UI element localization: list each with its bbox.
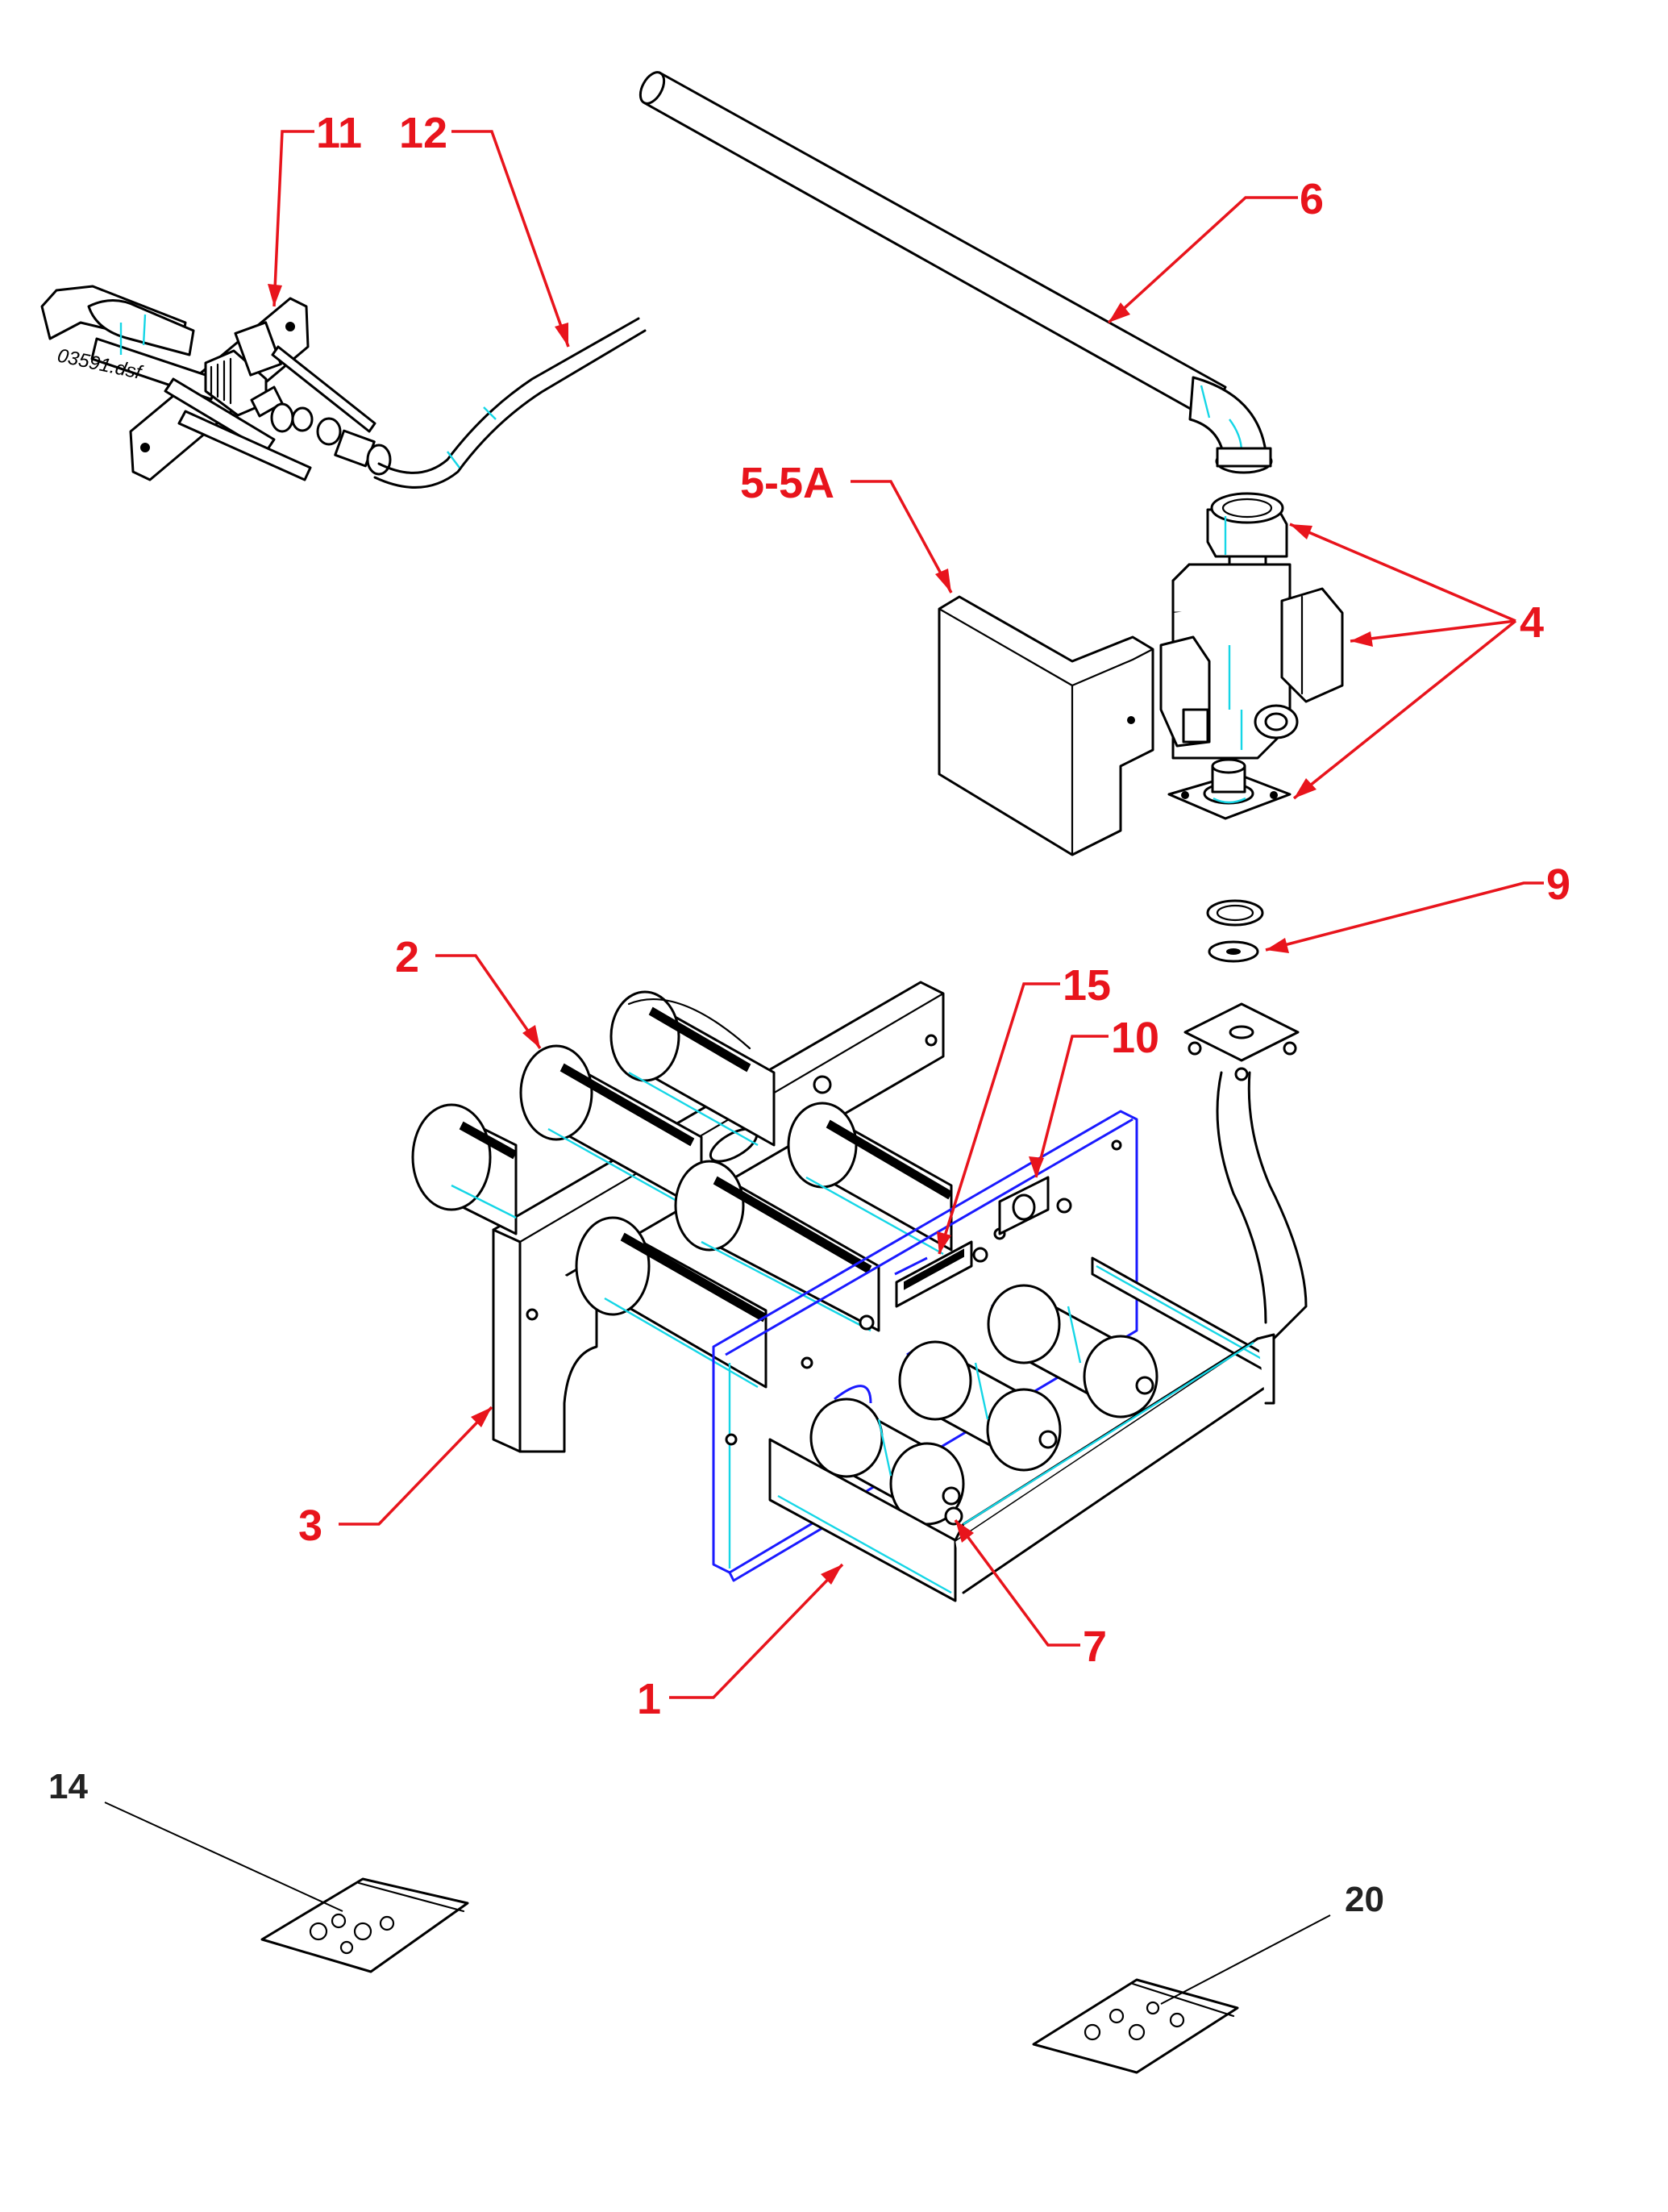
leader-15 (938, 982, 1060, 1255)
callout-3: 3 (298, 1502, 322, 1550)
leader-4a (1289, 523, 1516, 623)
leader-4c (1292, 619, 1517, 800)
part-11-pilot-assembly (40, 285, 392, 481)
leader-6 (1107, 196, 1298, 324)
leader-2 (435, 954, 542, 1049)
leader-20 (1160, 1914, 1331, 2005)
part-4-gas-valve (1159, 492, 1344, 820)
leader-9 (1265, 881, 1544, 952)
callout-labels-black: 14 20 (48, 1767, 1384, 1919)
callout-1: 1 (637, 1675, 661, 1723)
red-leader-lines (272, 130, 1544, 1699)
black-leader-lines (104, 1802, 1331, 2005)
callout-7: 7 (1083, 1623, 1107, 1671)
callout-20: 20 (1345, 1880, 1384, 1919)
callout-labels: 11 12 6 5-5A 4 9 2 15 10 3 7 1 (298, 109, 1570, 1723)
leader-10 (1034, 1035, 1109, 1178)
leader-5 (851, 480, 953, 594)
callout-4: 4 (1520, 598, 1544, 647)
callout-15: 15 (1063, 961, 1111, 1010)
part-14-hardware-bag (260, 1877, 469, 1973)
leader-3 (339, 1406, 493, 1526)
front-burner-tubes (809, 1284, 1158, 1526)
part-1-manifold (768, 1256, 1275, 1602)
part-2-burner-tubes (411, 990, 953, 1389)
callout-14: 14 (48, 1767, 88, 1806)
leader-14 (104, 1802, 343, 1912)
part-9-gasket (1206, 899, 1264, 963)
leader-1 (669, 1563, 844, 1699)
leader-4b (1350, 619, 1516, 643)
red-arrowheads (268, 284, 1373, 1585)
leader-11 (272, 130, 314, 307)
callout-11: 11 (316, 109, 362, 157)
leader-12 (451, 130, 570, 348)
callout-5-5a: 5-5A (740, 459, 834, 507)
part-5-cover (938, 595, 1154, 856)
callout-2: 2 (395, 933, 419, 981)
leader-7 (954, 1518, 1080, 1647)
manifold-pipe (1183, 1002, 1308, 1340)
part-12-pilot-tube (373, 317, 647, 489)
callout-12: 12 (399, 109, 447, 157)
callout-10: 10 (1111, 1014, 1159, 1062)
callout-6: 6 (1300, 175, 1324, 223)
callout-9: 9 (1546, 860, 1570, 909)
part-6-supply-tube (638, 71, 1273, 474)
part-20-hardware-bag (1032, 1978, 1239, 2074)
